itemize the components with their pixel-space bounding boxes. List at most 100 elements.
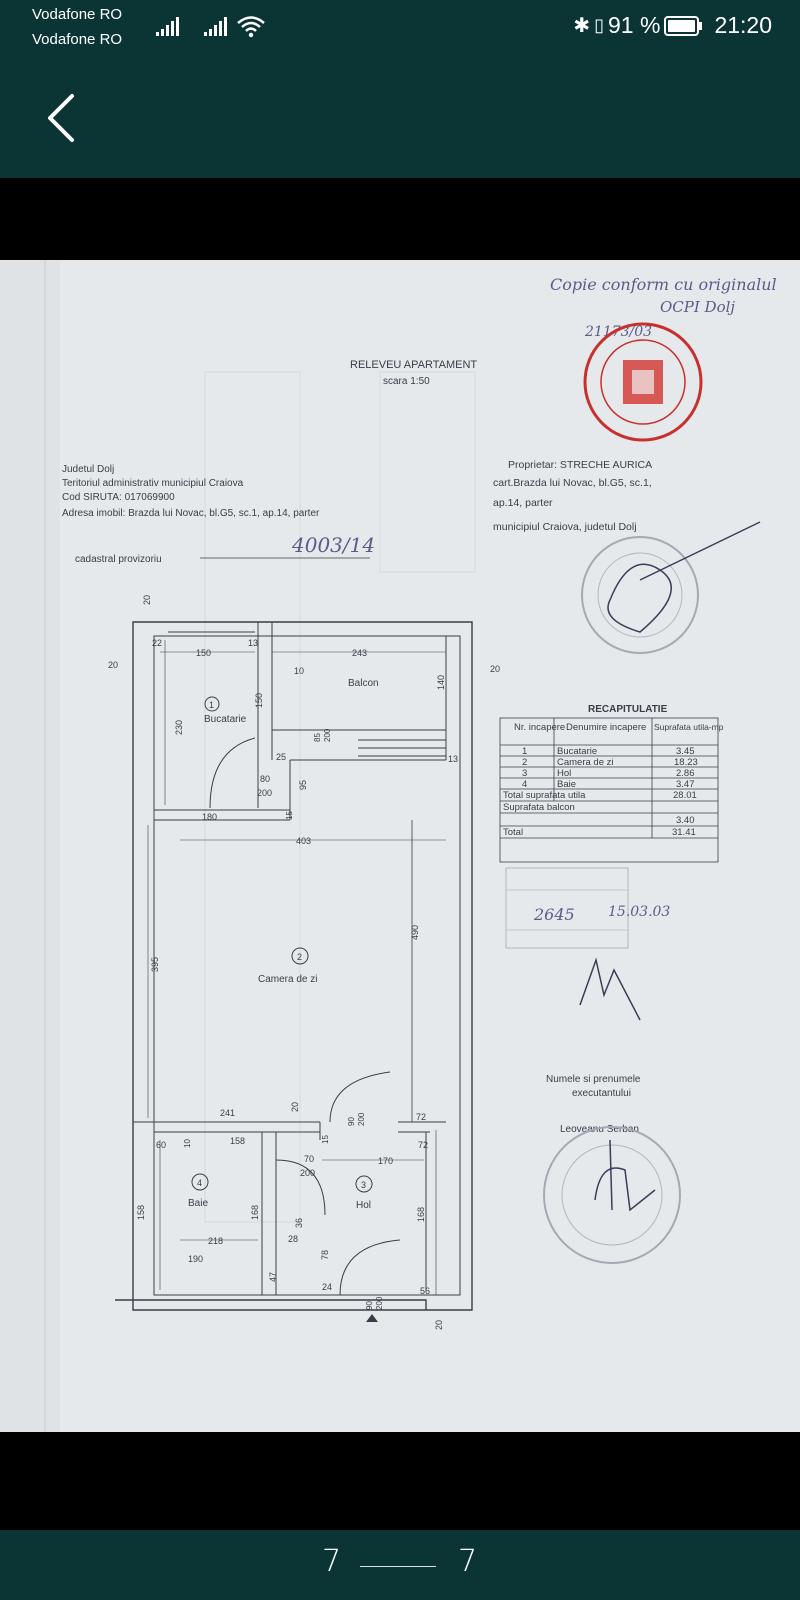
dim-label: 36 [294, 1218, 304, 1228]
dim-label: 80 [260, 774, 270, 784]
recap-cell: Camera de zi [557, 757, 614, 768]
dim-label: 168 [250, 1205, 260, 1220]
page-total: 7 [458, 1544, 478, 1579]
recap-title: RECAPITULATIE [588, 704, 668, 715]
vibrate-icon: ▯ [594, 15, 604, 35]
recap-total-label: Total [503, 827, 523, 838]
recap-header-area: Suprafata utila-mp [654, 722, 724, 732]
header-left-3: Cod SIRUTA: 017069900 [62, 492, 175, 503]
recap-cell: 2 [522, 757, 527, 768]
doc-title: RELEVEU APARTAMENT [350, 359, 477, 371]
visa-date: 15.03.03 [608, 904, 670, 920]
page-indicator: 7 7 [0, 1530, 800, 1600]
dim-label: 72 [416, 1112, 426, 1122]
app-bar [0, 54, 800, 178]
dim-label: 47 [268, 1272, 278, 1282]
document-photo[interactable]: RELEVEU APARTAMENT scara 1:50 Judetul Do… [0, 260, 800, 1432]
visa-number: 2645 [533, 905, 575, 924]
dim-label: 20 [108, 660, 118, 670]
balcony-label: Balcon [348, 678, 379, 689]
dim-label: 28 [288, 1234, 298, 1244]
recap-cell: 3 [522, 768, 527, 779]
dim-label: 56 [420, 1286, 430, 1296]
room-1-num: 1 [209, 700, 214, 710]
dim-label: 200 [323, 728, 332, 742]
executor-label-1: Numele si prenumele [546, 1074, 641, 1085]
dim-label: 20 [290, 1102, 300, 1112]
stamp-note: Copie conform cu originalul [550, 275, 777, 294]
recap-cell: 2.86 [676, 768, 695, 779]
dim-label: 24 [322, 1282, 332, 1292]
recap-cell: Hol [557, 768, 571, 779]
dim-label: 200 [257, 788, 272, 798]
room-2-num: 2 [297, 952, 302, 962]
dim-label: 85 [313, 733, 322, 742]
dim-label: 25 [276, 752, 286, 762]
status-right: ✱ ▯ 91 % 21:20 [573, 12, 772, 39]
recap-cell: Bucatarie [557, 746, 597, 757]
executor-seal-stamp [543, 1126, 681, 1264]
dim-label: 22 [152, 638, 162, 648]
cadastral-label: cadastral provizoriu [75, 554, 162, 565]
recap-cell: 4 [522, 779, 527, 790]
visa-stamp [505, 867, 629, 949]
floor-plan-document: RELEVEU APARTAMENT scara 1:50 Judetul Do… [0, 260, 800, 1432]
recap-header-name: Denumire incapere [566, 722, 646, 733]
dim-label: 150 [254, 693, 264, 708]
dim-label: 158 [230, 1136, 245, 1146]
dim-label: 60 [156, 1140, 166, 1150]
recap-cell: 18.23 [674, 757, 698, 768]
dim-label: 168 [416, 1207, 426, 1222]
bluetooth-icon: ✱ [573, 15, 591, 37]
dim-label: 190 [188, 1254, 203, 1264]
wifi-icon [237, 16, 265, 38]
room-3-name: Hol [356, 1200, 371, 1211]
clock: 21:20 [714, 12, 772, 38]
cadastral-value: 4003/14 [291, 533, 375, 557]
dim-label: 13 [248, 638, 258, 648]
dim-label: 20 [434, 1320, 444, 1330]
dim-label: 10 [294, 666, 304, 676]
carrier-1: Vodafone RO [32, 6, 123, 23]
image-viewer[interactable]: RELEVEU APARTAMENT scara 1:50 Judetul Do… [0, 178, 800, 1530]
battery-icon [664, 15, 703, 36]
dim-label: 20 [142, 595, 152, 605]
dim-label: 158 [136, 1205, 146, 1220]
dim-label: 243 [352, 648, 367, 658]
recap-total-util-value: 28.01 [673, 790, 697, 801]
room-4-name: Baie [188, 1198, 208, 1209]
owner-line-2: cart.Brazda lui Novac, bl.G5, sc.1, [493, 477, 652, 489]
room-3-num: 3 [361, 1180, 366, 1190]
header-left-2: Teritoriul administrativ municipiul Crai… [62, 478, 244, 489]
header-left-1: Judetul Dolj [62, 464, 114, 475]
owner-line-3: ap.14, parter [493, 497, 553, 509]
page-current: 7 [322, 1544, 342, 1579]
dim-label: 10 [183, 1139, 192, 1148]
dim-label: 70 [304, 1154, 314, 1164]
room-1-name: Bucatarie [204, 714, 247, 725]
header-left-4: Adresa imobil: Brazda lui Novac, bl.G5, … [62, 508, 320, 519]
recap-cell: 3.45 [676, 746, 695, 757]
dim-label: 218 [208, 1236, 223, 1246]
dim-label: 180 [202, 812, 217, 822]
carrier-2: Vodafone RO [32, 31, 123, 48]
recap-header-nr: Nr. incapere [514, 722, 565, 733]
recap-cell: 3.47 [676, 779, 695, 790]
dim-label: 170 [378, 1156, 393, 1166]
red-seal-stamp [583, 322, 703, 442]
back-arrow-icon[interactable] [42, 90, 82, 146]
dim-label: 395 [150, 957, 160, 972]
recap-cell: Baie [557, 779, 576, 790]
room-2-name: Camera de zi [258, 974, 317, 985]
stamp-note-3: 21173/03 [584, 324, 652, 340]
dim-label: 230 [174, 720, 184, 735]
signal-icon-2 [204, 17, 227, 36]
battery-percent: 91 % [608, 12, 661, 38]
floor-plan [115, 621, 473, 1322]
dim-label: 200 [357, 1112, 366, 1126]
signal-icon-1 [156, 17, 179, 36]
dim-label: 200 [375, 1296, 384, 1310]
dim-label: 15 [285, 811, 294, 820]
stamp-note-2: OCPI Dolj [660, 298, 735, 316]
dim-label: 200 [300, 1168, 315, 1178]
